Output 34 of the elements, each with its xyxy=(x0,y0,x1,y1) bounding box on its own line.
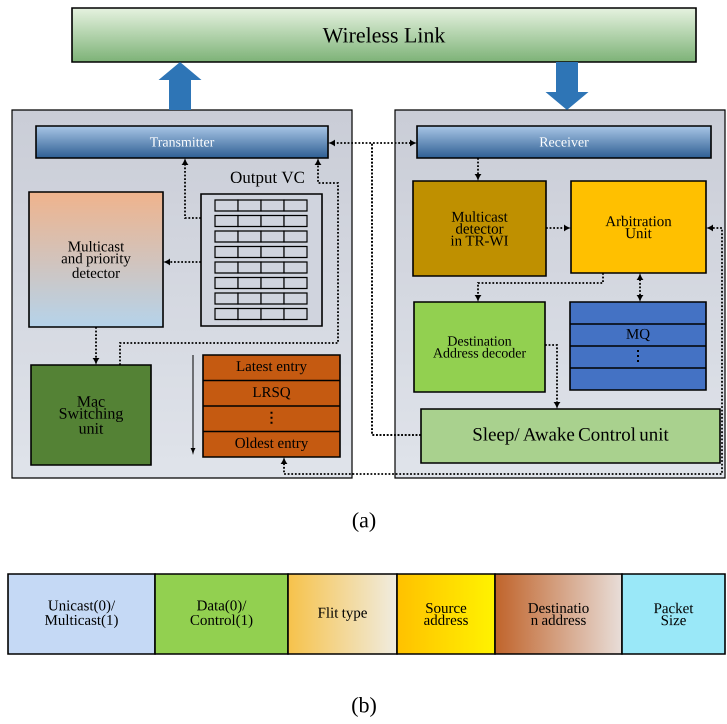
node-label: Latest entry xyxy=(236,361,307,374)
arrow xyxy=(93,327,99,364)
node-label: Oldest entry xyxy=(235,437,308,452)
arrow xyxy=(330,140,421,436)
arrow xyxy=(119,160,339,365)
packet-field: Packet Size xyxy=(621,573,726,655)
packet-field: Unicast(0)/ Multicast(1) xyxy=(7,573,156,655)
node-label: Output VC xyxy=(230,172,304,186)
arrow xyxy=(475,158,481,180)
packet-field: Data(0)/ Control(1) xyxy=(154,573,289,655)
node-label: MQ xyxy=(626,328,650,342)
arrow xyxy=(182,160,201,219)
arrow xyxy=(475,273,604,300)
process-box: Multicast detector in TR-WI xyxy=(412,180,547,277)
arrow xyxy=(546,225,570,231)
arrow xyxy=(281,225,723,475)
title-bar: Wireless Link xyxy=(71,7,697,63)
process-box: Multicast and priority detector xyxy=(28,191,164,328)
packet-field: Destinatio n address xyxy=(494,573,623,655)
arrow xyxy=(637,274,643,300)
process-box: Destination Address decoder xyxy=(413,301,546,393)
process-box: Arbitration Unit xyxy=(570,180,707,274)
node-label: LRSQ xyxy=(252,387,290,400)
figure-label: (b) xyxy=(352,697,376,717)
arrow xyxy=(164,259,201,265)
packet-field: Source address xyxy=(396,573,496,655)
packet-field: Flit type xyxy=(287,573,398,655)
transmitter-bar: Transmitter xyxy=(35,125,329,159)
figure-label: (a) xyxy=(352,512,376,532)
arrow xyxy=(545,344,560,408)
buffer-box: Output VC xyxy=(200,172,323,327)
receiver-bar: Receiver xyxy=(416,125,712,159)
process-box: Mac Switching unit xyxy=(30,364,152,466)
process-box: Sleep/ Awake Control unit xyxy=(420,408,721,464)
